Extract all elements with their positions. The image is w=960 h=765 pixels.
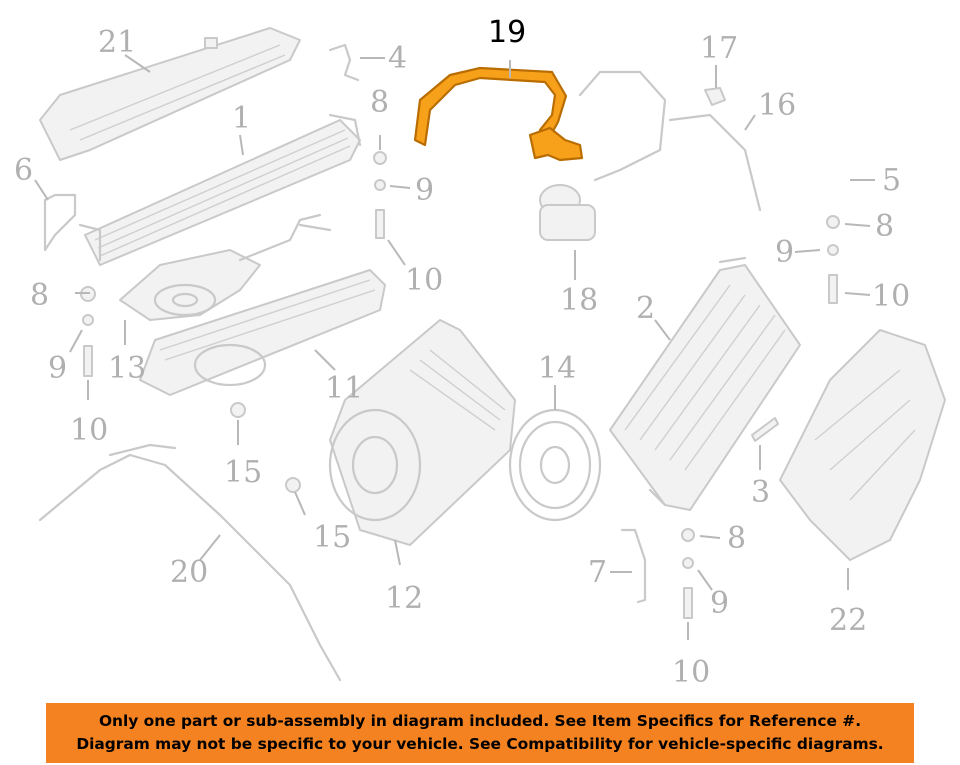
- disclaimer-banner: Only one part or sub-assembly in diagram…: [46, 703, 914, 763]
- part-3-seal: [751, 417, 779, 442]
- disclaimer-line-1: Only one part or sub-assembly in diagram…: [98, 712, 862, 730]
- part-1-cooler: [78, 113, 362, 266]
- callout-22: 22: [829, 603, 867, 638]
- part-19-coolant-hose[interactable]: [413, 66, 584, 162]
- callout-21: 21: [98, 25, 136, 60]
- callout-15a: 15: [224, 455, 262, 490]
- callout-3: 3: [751, 475, 770, 510]
- callout-1: 1: [232, 101, 251, 136]
- callout-14: 14: [538, 351, 576, 386]
- disclaimer-line-2: Diagram may not be specific to your vehi…: [76, 735, 884, 753]
- fasteners: [80, 151, 840, 619]
- callout-8c: 8: [875, 209, 894, 244]
- callout-8d: 8: [727, 521, 746, 556]
- callout-7: 7: [588, 555, 607, 590]
- part-13-fan-plate: [119, 213, 332, 321]
- part-22-air-duct: [779, 329, 946, 561]
- callout-20: 20: [170, 555, 208, 590]
- callout-17: 17: [700, 31, 738, 66]
- callout-19: 19: [488, 15, 526, 50]
- callout-10c: 10: [872, 279, 910, 314]
- part-2-radiator: [609, 256, 801, 511]
- callout-9b: 9: [48, 351, 67, 386]
- callout-10b: 10: [70, 413, 108, 448]
- callout-5: 5: [882, 163, 901, 198]
- callout-labels: 21 1 6 4 8 9 10 8 9 13 10 11 15 15 12 14…: [14, 15, 910, 690]
- callout-18: 18: [560, 283, 598, 318]
- part-7-bracket: [620, 528, 647, 604]
- callout-16: 16: [758, 88, 796, 123]
- leader-lines: [34, 54, 875, 640]
- callout-10d: 10: [672, 655, 710, 690]
- part-4-bracket: [328, 43, 360, 82]
- part-6-bracket: [43, 193, 77, 252]
- callout-8b: 8: [30, 278, 49, 313]
- part-11-fan-shroud: [139, 269, 386, 396]
- part-21-shroud-cover: [39, 27, 301, 161]
- part-18-pump: [539, 184, 596, 241]
- part-20-hose-line: [38, 443, 342, 682]
- callout-2: 2: [636, 291, 655, 326]
- callout-4: 4: [388, 41, 407, 76]
- callout-15b: 15: [313, 520, 351, 555]
- callout-9d: 9: [710, 586, 729, 621]
- part-12-fan-assembly: [328, 319, 516, 546]
- callout-6: 6: [14, 153, 33, 188]
- part-14-fan: [508, 408, 602, 522]
- callout-11: 11: [325, 371, 363, 406]
- callout-10a: 10: [405, 263, 443, 298]
- callout-12: 12: [385, 581, 423, 616]
- callout-13: 13: [108, 351, 146, 386]
- callout-9a: 9: [415, 173, 434, 208]
- part-16-hose: [578, 70, 762, 212]
- callout-8a: 8: [370, 85, 389, 120]
- callout-9c: 9: [775, 235, 794, 270]
- part-17-fitting: [704, 87, 726, 106]
